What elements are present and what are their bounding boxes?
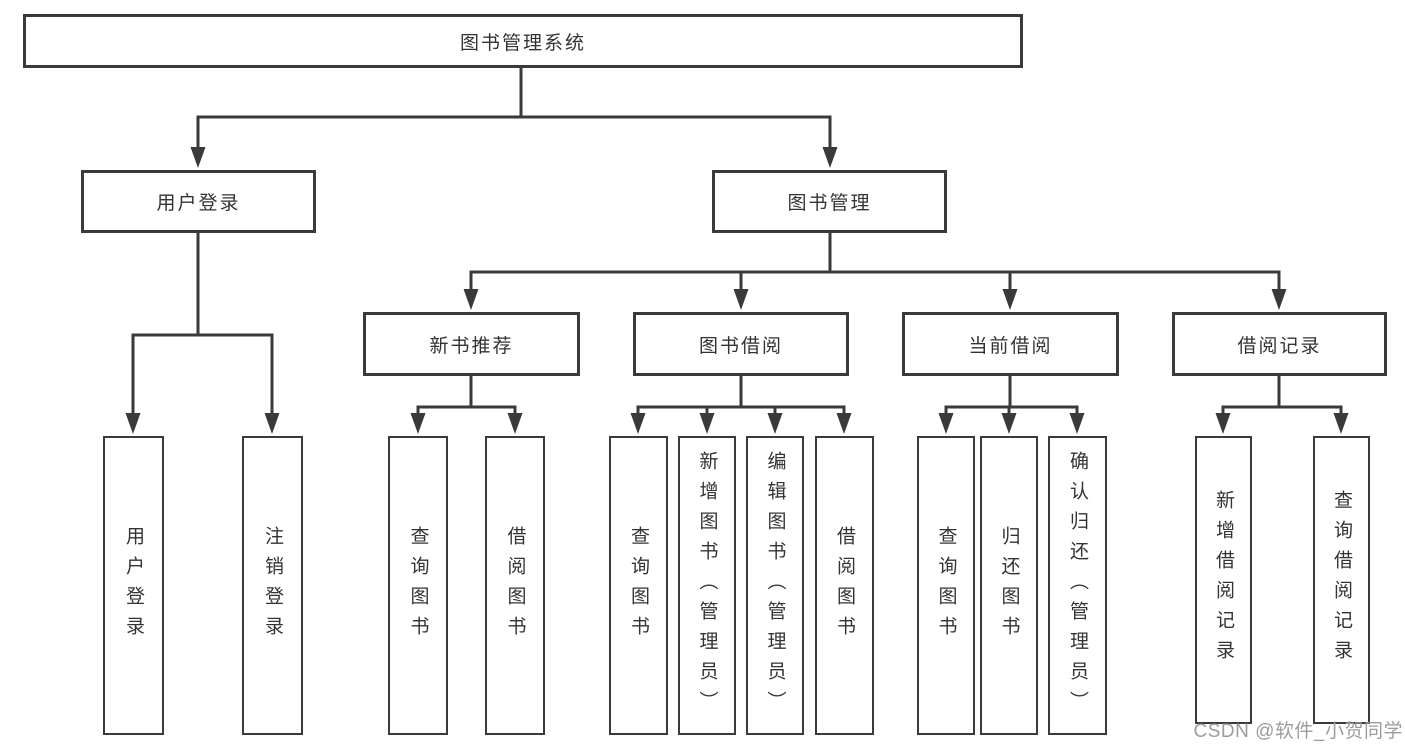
node-book-management: 图书管理 [712, 170, 947, 233]
connector-new-book-recommend-to-children [416, 376, 517, 417]
node-label: 新增图书（管理员） [696, 450, 718, 721]
arrowhead [1069, 413, 1085, 434]
node-book-borrow: 图书借阅 [633, 312, 849, 376]
arrowhead [822, 147, 838, 168]
arrowhead [836, 413, 852, 434]
arrowhead [507, 413, 523, 434]
arrowhead [410, 413, 426, 434]
leaf-edit-book-admin: 编辑图书（管理员） [746, 436, 804, 735]
leaf-add-book-admin: 新增图书（管理员） [678, 436, 736, 735]
node-label: 新增借阅记录 [1213, 490, 1234, 670]
leaf-confirm-return-admin: 确认归还（管理员） [1048, 436, 1107, 735]
node-label: 图书借阅 [698, 335, 783, 357]
node-label: 查询借阅记录 [1331, 490, 1352, 670]
node-label: 用户登录 [123, 525, 144, 646]
connector-borrow-records-to-children [1221, 376, 1343, 417]
node-label: 查询图书 [628, 525, 649, 646]
leaf-return-book: 归还图书 [980, 436, 1038, 735]
node-label: 图书管理系统 [459, 32, 586, 54]
leaf-query-borrow-record: 查询借阅记录 [1313, 436, 1370, 724]
leaf-logout: 注销登录 [242, 436, 303, 735]
node-label: 确认归还（管理员） [1067, 450, 1088, 721]
node-new-book-recommend: 新书推荐 [363, 312, 580, 376]
arrowhead [733, 289, 749, 310]
leaf-query-book-recommend: 查询图书 [388, 436, 448, 735]
node-borrow-records: 借阅记录 [1172, 312, 1387, 376]
arrowhead [125, 413, 141, 434]
arrowhead [938, 413, 954, 434]
node-user-login: 用户登录 [81, 170, 316, 233]
csdn-watermark: CSDN @软件_小贺同学 [1193, 721, 1403, 742]
arrowhead [1333, 413, 1349, 434]
arrowhead [1002, 289, 1018, 310]
node-label: 归还图书 [998, 525, 1020, 646]
leaf-borrow-book-recommend: 借阅图书 [485, 436, 545, 735]
node-root-system: 图书管理系统 [23, 14, 1023, 68]
leaf-add-borrow-record: 新增借阅记录 [1195, 436, 1252, 724]
node-label: 用户登录 [156, 193, 241, 214]
leaf-user-login: 用户登录 [103, 436, 164, 735]
node-label: 借阅图书 [504, 525, 526, 646]
node-label: 借阅记录 [1237, 335, 1322, 357]
node-label: 查询图书 [407, 525, 429, 646]
arrowhead [264, 413, 280, 434]
arrowhead [463, 289, 479, 310]
connector-book-management-to-level3 [469, 233, 1281, 293]
arrowhead [699, 413, 715, 434]
arrowhead [1001, 413, 1017, 434]
leaf-query-book-borrow: 查询图书 [609, 436, 668, 735]
node-label: 编辑图书（管理员） [764, 450, 786, 721]
node-label: 查询图书 [935, 525, 957, 646]
node-current-borrow: 当前借阅 [902, 312, 1119, 376]
arrowhead [1215, 413, 1231, 434]
node-label: 当前借阅 [968, 335, 1053, 357]
arrowhead [1271, 289, 1287, 310]
node-label: 图书管理 [787, 193, 872, 214]
connector-root-to-level2 [196, 68, 832, 151]
arrowhead [190, 147, 206, 168]
connector-book-borrow-to-children [636, 376, 846, 417]
arrowhead [630, 413, 646, 434]
arrowhead [767, 413, 783, 434]
node-label: 注销登录 [262, 525, 283, 646]
connector-user-login-to-children [131, 233, 274, 417]
node-label: 借阅图书 [834, 525, 855, 646]
leaf-query-book-current: 查询图书 [917, 436, 975, 735]
connector-current-borrow-to-children [944, 376, 1079, 417]
leaf-borrow-book: 借阅图书 [815, 436, 874, 735]
node-label: 新书推荐 [429, 335, 514, 357]
arrowheads [125, 147, 1349, 434]
